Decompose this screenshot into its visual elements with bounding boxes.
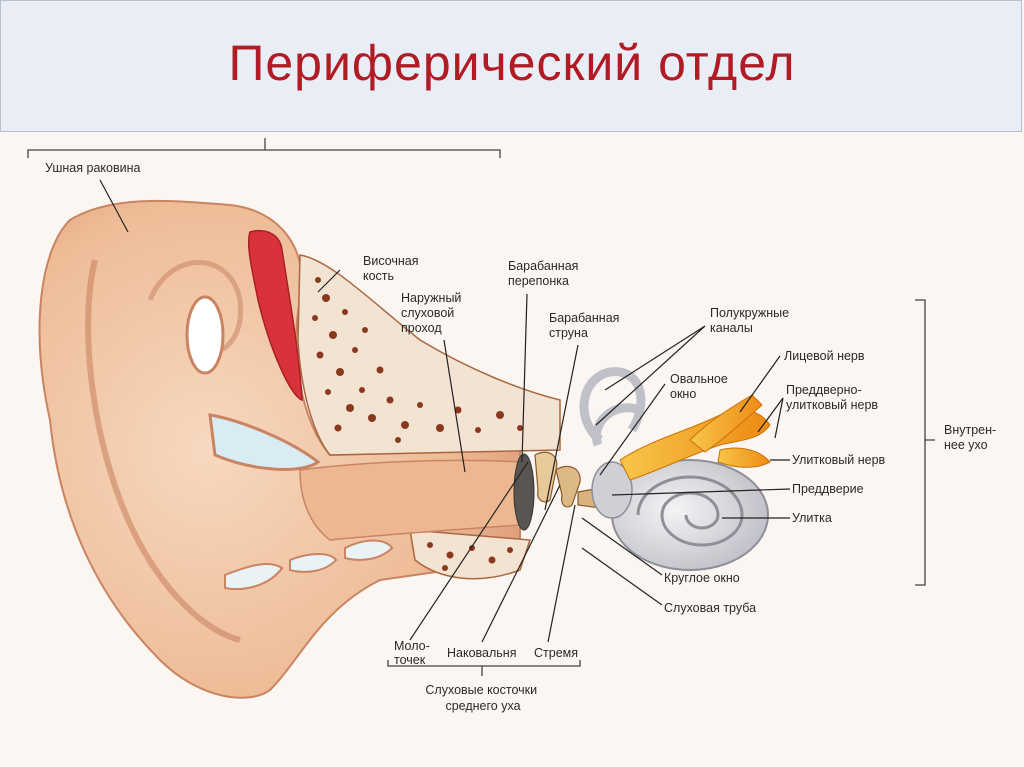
label-pinna: Ушная раковина [45, 161, 140, 175]
ear-canal [299, 459, 521, 541]
label-semicircular-canals: Полукружные каналы [710, 306, 793, 335]
label-inner-ear: Внутрен- нее ухо [944, 423, 1000, 452]
temporal-bone [297, 254, 561, 580]
label-vestibule: Преддверие [792, 482, 864, 496]
semicircular-canals [579, 367, 646, 447]
inner-ear-bracket [915, 299, 935, 586]
label-stapes: Стремя [534, 646, 578, 660]
temporal-muscle [247, 229, 303, 402]
label-round-window: Круглое окно [664, 571, 740, 585]
outer-ear-bracket [27, 138, 501, 158]
cochlea [591, 459, 769, 571]
label-eustachian-tube: Слуховая труба [664, 601, 756, 615]
eardrum [513, 453, 535, 531]
label-oval-window: Овальное окно [670, 372, 731, 401]
label-ear-canal: Наружный слуховой проход [401, 291, 465, 335]
label-temporal-bone: Височная кость [363, 254, 422, 283]
label-vestibulocochlear-nerve: Преддверно- улитковый нерв [786, 383, 878, 412]
title-bar [0, 0, 1022, 132]
cartilage-2 [208, 413, 321, 471]
label-incus: Наковальня [447, 646, 516, 660]
label-eardrum: Барабанная перепонка [508, 259, 582, 288]
pinna [38, 199, 521, 699]
page-title: Периферический отдел [228, 35, 796, 91]
label-cochlea: Улитка [792, 511, 832, 525]
label-chorda-tympani: Барабанная струна [549, 311, 623, 340]
ossicles [534, 451, 601, 509]
label-cochlear-nerve: Улитковый нерв [792, 453, 886, 467]
label-facial-nerve: Лицевой нерв [784, 349, 865, 363]
vestibule-shape [591, 461, 633, 519]
ossicles-bracket [387, 660, 581, 676]
leader-lines [99, 179, 791, 643]
malleus-bone [534, 451, 558, 503]
label-malleus: Моло- точек [394, 639, 433, 667]
cartilage-1 [185, 295, 225, 375]
label-ossicles: Слуховые косточки среднего уха [425, 683, 540, 713]
incus-bone [555, 465, 581, 508]
auditory-nerves [619, 394, 771, 481]
